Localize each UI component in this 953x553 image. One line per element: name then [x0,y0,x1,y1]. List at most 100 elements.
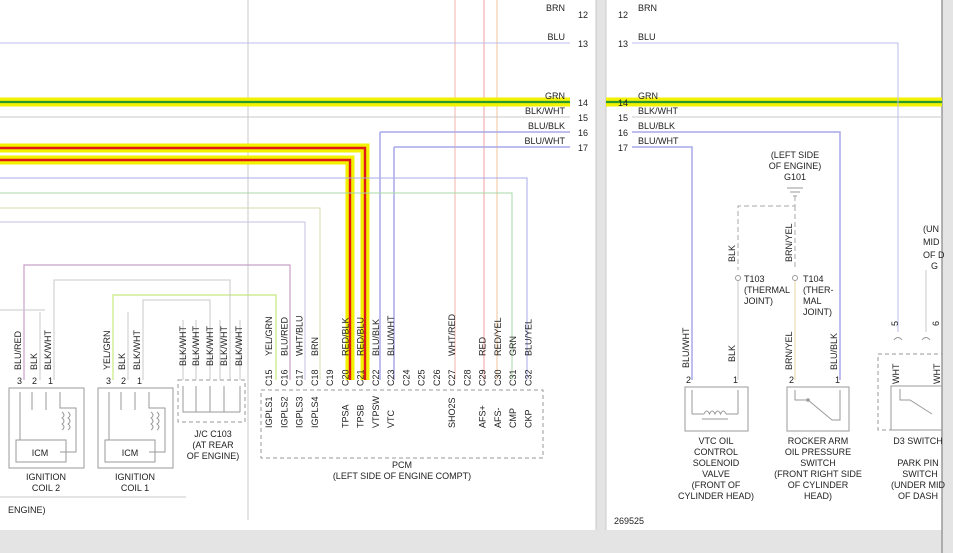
pcm-wire-color: RED/YEL [493,317,503,356]
svg-text:BRN: BRN [638,3,657,13]
svg-text:BLK: BLK [727,345,737,362]
svg-text:16: 16 [618,128,628,138]
svg-text:5: 5 [890,321,900,326]
pcm-pin-c25: C25 [417,369,427,386]
pcm-pin-function: TPSA [340,404,350,428]
svg-text:15: 15 [618,113,628,123]
pcm-wire-color: BLU/RED [279,316,289,356]
svg-text:BLK/WHT: BLK/WHT [178,325,188,366]
svg-text:2: 2 [32,376,37,386]
svg-text:CONTROL: CONTROL [694,447,738,457]
pcm-pin-function: IGPLS1 [264,396,274,428]
pcm-pin-function: IGPLS2 [279,396,289,428]
svg-text:D3 SWITCH: D3 SWITCH [893,436,943,446]
pcm-label: PCM [392,460,412,470]
svg-text:YEL/GRN: YEL/GRN [102,330,112,370]
svg-text:3: 3 [17,376,22,386]
pcm-pin-number: C28 [462,369,472,386]
pcm-pin-c19: C19 [325,369,335,386]
pcm-pin-group: YEL/GRNC15IGPLS1BLU/REDC16IGPLS2WHT/BLUC… [264,314,533,428]
svg-text:WHT: WHT [932,363,942,384]
ignition-coil-1: YEL/GRN BLK BLK/WHT 3 2 1 ICM IGNITION C… [97,329,174,493]
pcm-wire-color: BLU/WHT [386,315,396,356]
pcm-pin-number: C30 [493,369,503,386]
pcm-pin-function: AFS- [493,407,503,428]
svg-text:COIL 1: COIL 1 [121,483,149,493]
pcm-pin-function: VTC [386,409,396,428]
svg-text:(UN: (UN [923,224,939,234]
svg-text:12: 12 [618,10,628,20]
svg-text:1: 1 [733,375,738,385]
svg-text:GRN: GRN [545,91,565,101]
pcm-pin-number: C29 [478,369,488,386]
svg-text:13: 13 [578,39,588,49]
svg-text:MAL: MAL [803,296,822,306]
svg-text:1: 1 [137,376,142,386]
pcm-pin-number: C16 [279,369,289,386]
left-footer-text: ENGINE) [8,505,46,515]
svg-text:BLK/WHT: BLK/WHT [205,325,215,366]
pcm-pin-number: C23 [386,369,396,386]
pcm-pin-c28: C28 [462,369,472,386]
pcm-pin-c26: C26 [432,369,442,386]
pcm-wire-color: GRN [508,336,518,356]
pcm-wire-color: WHT/RED [447,314,457,356]
svg-text:COIL 2: COIL 2 [32,483,60,493]
pcm-wire-color: BLU/BLK [371,319,381,356]
svg-text:BLU: BLU [547,32,565,42]
svg-text:HEAD): HEAD) [804,491,832,501]
blk-wht-coil2-wire [53,279,231,380]
svg-text:BLU/BLK: BLU/BLK [829,333,839,370]
svg-text:BLU: BLU [638,32,656,42]
svg-text:OF CYLINDER: OF CYLINDER [788,480,849,490]
pcm-pin-c24: C24 [401,369,411,386]
svg-text:2: 2 [121,376,126,386]
pcm-pin-function: CKP [523,409,533,428]
svg-text:T103: T103 [744,274,765,284]
svg-text:16: 16 [578,128,588,138]
blu-yel-wire [0,177,528,380]
ignition-coil-2: BLU/RED BLK BLK/WHT 3 2 1 ICM IGNITION C… [8,329,85,493]
svg-text:2: 2 [686,375,691,385]
svg-text:OF ENGINE): OF ENGINE) [187,451,240,461]
yel-grn-wire [112,294,277,380]
svg-text:G: G [931,261,938,271]
svg-text:BLU/BLK: BLU/BLK [638,121,675,131]
svg-text:13: 13 [618,39,628,49]
svg-text:WHT: WHT [891,363,901,384]
thermal-joint-t104: BRN/YEL T104 (THER- MAL JOINT) [784,223,834,380]
svg-text:IGNITION: IGNITION [115,472,155,482]
pcm-wire-color: BLU/YEL [523,319,533,356]
svg-text:OF ENGINE): OF ENGINE) [769,161,822,171]
pcm-pin-number: C25 [417,369,427,386]
pcm-box [260,389,544,459]
blu-red-wire [23,264,291,380]
pcm-pin-number: C17 [295,369,305,386]
svg-text:(THER-: (THER- [803,285,834,295]
ground-g101: (LEFT SIDE OF ENGINE) G101 [737,150,822,270]
svg-text:14: 14 [618,98,628,108]
svg-text:GRN: GRN [638,91,658,101]
svg-text:ICM: ICM [32,448,49,458]
svg-text:BLK/WHT: BLK/WHT [234,325,244,366]
svg-text:3: 3 [106,376,111,386]
svg-text:BLK/WHT: BLK/WHT [525,106,566,116]
pcm-pin-function: CMP [508,408,518,428]
pcm-pin-function: IGPLS3 [295,396,305,428]
svg-text:OF DASH: OF DASH [898,491,938,501]
wht-blu-wire [0,221,306,380]
right-blu-wht-wire-17 [632,146,693,380]
rocker-arm-oil-pressure-switch: BRN/YEL BLU/BLK 2 1 ROCKER ARM OIL PRESS… [774,331,862,501]
svg-text:17: 17 [578,143,588,153]
svg-text:BLU/BLK: BLU/BLK [528,121,565,131]
pcm-wire-color: RED/BLU [356,317,366,356]
svg-text:1: 1 [835,375,840,385]
